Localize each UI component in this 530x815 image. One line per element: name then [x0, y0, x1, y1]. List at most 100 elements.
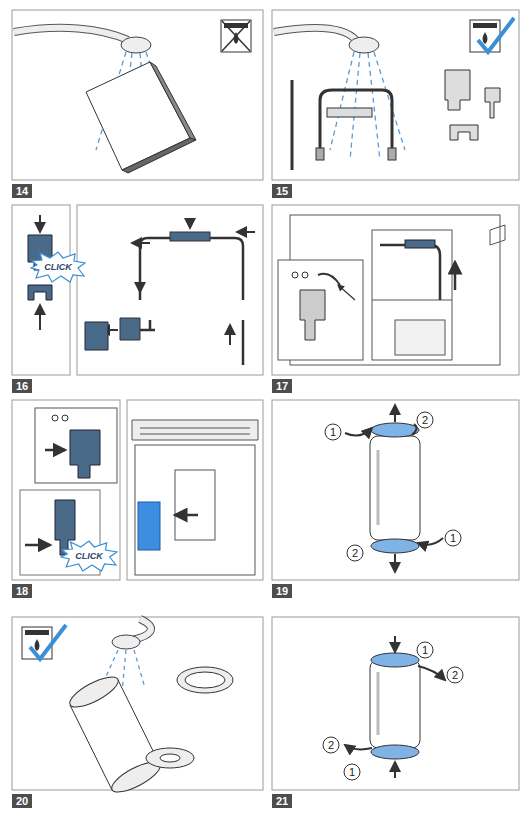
callout-circle: 1 — [343, 763, 361, 781]
step-panel: 18CLICK — [12, 400, 263, 580]
callout-outline — [347, 545, 363, 561]
click-text: CLICK — [30, 251, 86, 283]
panel-frames — [127, 400, 263, 580]
water-spray — [134, 650, 145, 688]
machine-front — [132, 420, 258, 440]
callout-outline — [445, 530, 461, 546]
machine-front — [138, 502, 160, 550]
callout-circle: 2 — [322, 736, 340, 754]
click-part-2 — [85, 322, 108, 350]
water-spray — [330, 52, 405, 160]
step-number: 17 — [272, 379, 292, 393]
step-number: 21 — [272, 794, 292, 808]
detail-inset — [292, 272, 298, 278]
rotation-arrows — [418, 666, 445, 680]
rotation-arrows — [394, 636, 396, 652]
detail-inset — [338, 285, 355, 300]
milk-parts — [485, 88, 500, 118]
callout-circle: 1 — [416, 641, 434, 659]
machine-front — [135, 445, 255, 575]
milk-tubes — [291, 80, 294, 170]
machine-front — [140, 428, 250, 429]
callout-circle: 1 — [444, 529, 462, 547]
detail-inset — [318, 274, 340, 285]
tube-assembly — [120, 318, 140, 340]
faucet — [349, 37, 379, 53]
no-dishwasher-icon — [222, 21, 250, 51]
water-spray — [368, 53, 380, 160]
callout-circle: 2 — [416, 411, 434, 429]
washed-part — [122, 138, 196, 173]
filter-cylinder — [66, 671, 164, 797]
faucet — [121, 37, 151, 53]
click-burst: CLICK — [60, 540, 118, 572]
filter-cylinder — [371, 423, 419, 437]
filter-caps — [146, 748, 194, 768]
faucet — [274, 28, 356, 40]
detail-inset — [70, 430, 100, 478]
milk-tubes — [316, 148, 324, 160]
step-number: 18 — [12, 584, 32, 598]
step-panel: 16CLICK — [12, 205, 263, 375]
step-number: 16 — [12, 379, 32, 393]
callout-outline — [417, 642, 433, 658]
detail-inset — [62, 415, 68, 421]
tube-assembly — [140, 320, 155, 330]
assembly-arrows — [237, 231, 255, 233]
machine-front — [175, 514, 198, 517]
faucet — [14, 28, 151, 53]
detail-inset — [300, 290, 325, 340]
rotation-arrows — [412, 424, 417, 435]
clip-parts — [39, 305, 41, 330]
no-dishwasher-icon — [222, 21, 250, 51]
rotation-arrows — [418, 538, 443, 545]
washed-part — [86, 62, 190, 170]
detail-inset — [278, 260, 363, 360]
callout-circle: 2 — [346, 544, 364, 562]
assembly-arrows — [139, 270, 141, 292]
rotation-arrows — [345, 405, 443, 572]
detail-inset — [52, 415, 58, 421]
milk-parts — [450, 125, 478, 140]
dishwasher-ok-icon — [30, 625, 66, 659]
callout-number: 1 — [444, 529, 462, 547]
step-number: 19 — [272, 584, 292, 598]
callout-number: 2 — [416, 411, 434, 429]
panel-frames — [12, 400, 120, 580]
assembly-arrows — [189, 222, 191, 228]
click-part-2 — [85, 322, 108, 350]
filter-caps — [160, 754, 180, 762]
detail-inset — [35, 408, 117, 483]
callout-outline — [447, 667, 463, 683]
milk-tubes — [292, 80, 396, 170]
callout-outline — [323, 737, 339, 753]
dishwasher-ok-icon — [35, 639, 40, 651]
machine-interior — [372, 230, 452, 360]
milk-parts — [445, 70, 470, 110]
washed-part — [86, 62, 196, 173]
step-number: 20 — [12, 794, 32, 808]
milk-tubes — [327, 108, 372, 117]
callout-number: 1 — [324, 423, 342, 441]
detail-inset — [278, 260, 363, 360]
callout-circle: 2 — [446, 666, 464, 684]
filter-cylinder — [371, 539, 419, 553]
water-spray — [122, 650, 126, 692]
callout-number: 2 — [322, 736, 340, 754]
step-panel: 17 — [272, 205, 519, 375]
milk-parts — [445, 70, 500, 140]
step-panel: 15 — [272, 10, 519, 180]
filter-cylinder — [371, 653, 419, 667]
water-spray — [374, 52, 405, 150]
clip-parts — [28, 285, 52, 300]
click-burst: CLICK — [30, 251, 86, 283]
dishwasher-ok-icon — [473, 23, 497, 28]
rotation-arrows — [345, 428, 372, 436]
machine-interior — [395, 320, 445, 355]
tube-assembly — [242, 320, 245, 365]
machine-front — [132, 420, 258, 575]
callout-outline — [325, 424, 341, 440]
panel-frames — [12, 10, 263, 180]
tube-inserted — [405, 240, 435, 248]
